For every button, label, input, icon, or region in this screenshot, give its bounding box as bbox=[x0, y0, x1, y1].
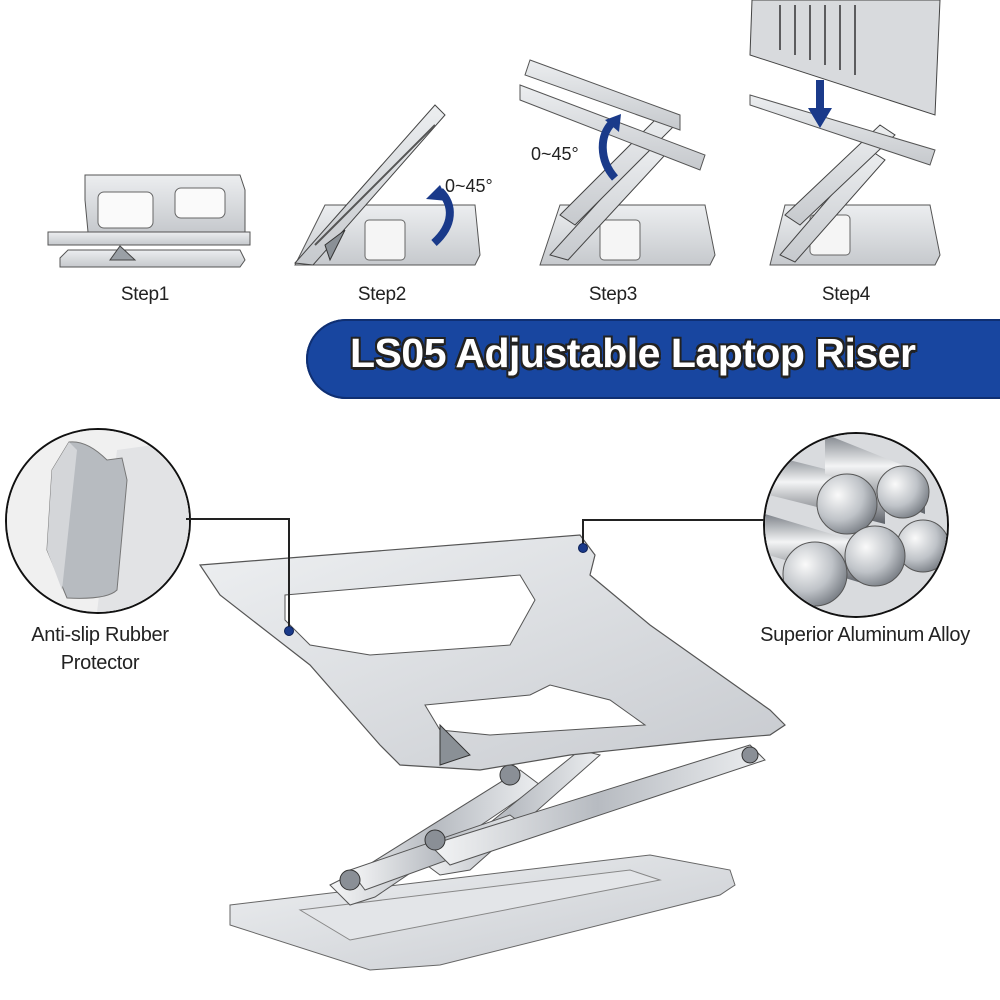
step3-label: Step3 bbox=[588, 284, 638, 305]
step4-label: Step4 bbox=[821, 284, 871, 305]
aluminum-alloy-detail-circle bbox=[763, 432, 949, 618]
aluminum-alloy-label: Superior Aluminum Alloy bbox=[760, 624, 970, 646]
step2-angle-label: 0~45° bbox=[445, 176, 493, 196]
right-callout-dot bbox=[578, 543, 588, 553]
step4-down-arrow-icon bbox=[808, 80, 832, 128]
rubber-protector-detail-circle bbox=[5, 428, 191, 614]
step4-stand-with-laptop-illustration bbox=[749, 0, 941, 266]
right-callout-line-h bbox=[583, 519, 764, 521]
step1-stand-illustration bbox=[47, 174, 251, 268]
step2-rotate-arrow-icon bbox=[426, 185, 454, 246]
rubber-protector-label-line2: Protector bbox=[60, 652, 140, 674]
product-title: LS05 Adjustable Laptop Riser bbox=[350, 330, 916, 376]
right-callout-line-v bbox=[582, 519, 584, 545]
rubber-protector-label-line1: Anti-slip Rubber bbox=[31, 624, 169, 646]
title-banner bbox=[306, 319, 1000, 399]
left-callout-dot bbox=[284, 626, 294, 636]
main-stand-illustration bbox=[198, 534, 786, 971]
step2-label: Step2 bbox=[357, 284, 407, 305]
step1-label: Step1 bbox=[120, 284, 170, 305]
left-callout-line-v bbox=[288, 518, 290, 630]
aluminum-rods-image bbox=[765, 434, 947, 616]
rubber-protector-label: Anti-slip Rubber Protector bbox=[0, 621, 200, 677]
step3-rotate-arrow-icon bbox=[598, 114, 621, 181]
step3-angle-label: 0~45° bbox=[531, 144, 579, 164]
step3-stand-illustration bbox=[519, 59, 716, 266]
rubber-protector-image bbox=[7, 430, 189, 612]
step2-stand-illustration bbox=[293, 104, 481, 266]
left-callout-line-h bbox=[186, 518, 289, 520]
